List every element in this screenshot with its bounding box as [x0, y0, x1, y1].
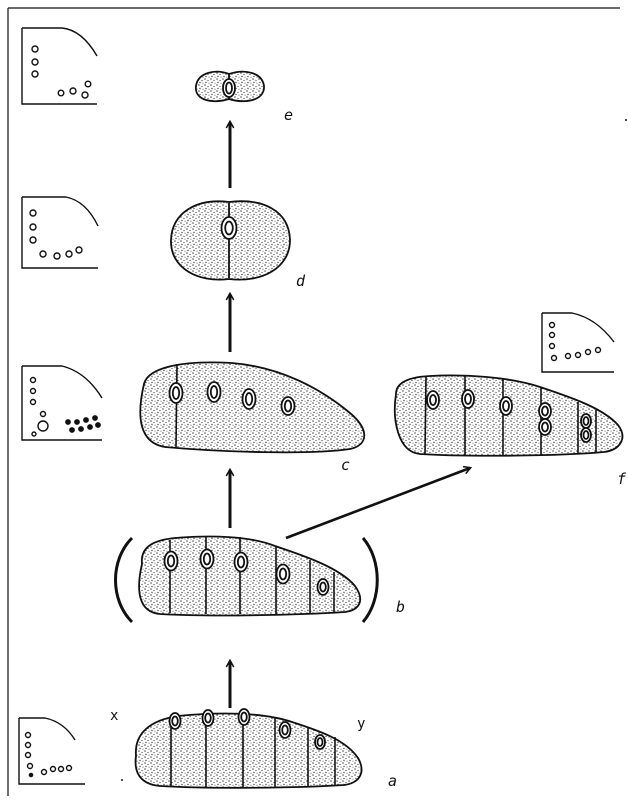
inset-diagram-d: [21, 196, 99, 269]
label-stage-f: f: [617, 470, 627, 488]
label-marker-y: y: [357, 716, 365, 732]
label-stage-b: b: [396, 598, 405, 616]
figure-frame: [7, 7, 620, 796]
arrow-b-to-f: [285, 468, 470, 540]
stray-dot: [121, 779, 123, 781]
label-stage-a: a: [388, 772, 397, 790]
stage-c-specimen: [139, 361, 366, 454]
label-stage-e: e: [284, 106, 293, 124]
inset-diagram-x: [18, 717, 85, 785]
label-stage-c: c: [341, 456, 350, 474]
stage-f-specimen: [393, 374, 624, 457]
inset-diagram-f: [541, 312, 615, 373]
inset-diagram-c: [21, 365, 103, 441]
label-marker-x: x: [110, 708, 118, 724]
stray-dot: [625, 119, 627, 121]
stage-e-specimen: [195, 70, 265, 103]
stage-b-specimen: [114, 535, 379, 624]
inset-diagram-e: [21, 27, 98, 105]
stage-d-specimen: [170, 200, 291, 281]
bracket-right: [361, 537, 379, 623]
label-stage-d: d: [296, 272, 306, 290]
bracket-left: [114, 536, 134, 624]
stage-a-specimen: [134, 708, 363, 789]
